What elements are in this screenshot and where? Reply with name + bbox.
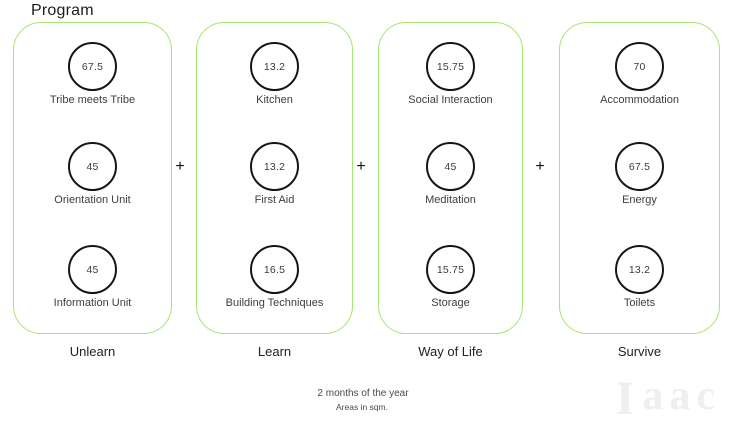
area-circle: 15.75	[426, 42, 475, 91]
diagram-node: 45 Meditation	[379, 142, 522, 206]
diagram-node: 15.75 Social Interaction	[379, 42, 522, 106]
area-value: 16.5	[263, 263, 286, 276]
diagram-node: 45 Information Unit	[14, 245, 171, 309]
node-label: Energy	[622, 194, 657, 206]
area-circle: 45	[68, 245, 117, 294]
area-circle: 67.5	[615, 142, 664, 191]
area-value: 45	[86, 160, 99, 173]
area-circle: 13.2	[250, 142, 299, 191]
area-value: 15.75	[436, 263, 465, 276]
plus-separator: +	[175, 158, 185, 175]
node-label: Social Interaction	[408, 94, 493, 106]
node-label: Orientation Unit	[54, 194, 131, 206]
area-circle: 45	[68, 142, 117, 191]
iaac-logo: I aac	[616, 375, 721, 423]
iaac-logo-initial: I	[615, 372, 641, 423]
area-value: 13.2	[628, 263, 651, 276]
iaac-logo-rest: aac	[642, 373, 721, 419]
plus-separator: +	[535, 158, 545, 175]
area-value: 70	[633, 60, 646, 73]
column-box-way-of-life: 15.75 Social Interaction 45 Meditation 1…	[378, 22, 523, 334]
node-label: Toilets	[623, 297, 656, 309]
area-circle: 13.2	[615, 245, 664, 294]
page-title: Program	[31, 2, 94, 19]
column-label-survive: Survive	[617, 344, 662, 359]
diagram-node: 70 Accommodation	[560, 42, 719, 106]
area-value: 13.2	[263, 60, 286, 73]
plus-separator: +	[356, 158, 366, 175]
node-label: Information Unit	[53, 297, 132, 309]
area-circle: 45	[426, 142, 475, 191]
column-box-learn: 13.2 Kitchen 13.2 First Aid 16.5 Buildin…	[196, 22, 353, 334]
area-value: 67.5	[628, 160, 651, 173]
node-label: Building Techniques	[225, 297, 324, 309]
area-circle: 13.2	[250, 42, 299, 91]
diagram-node: 45 Orientation Unit	[14, 142, 171, 206]
area-circle: 70	[615, 42, 664, 91]
diagram-node: 67.5 Tribe meets Tribe	[14, 42, 171, 106]
area-value: 15.75	[436, 60, 465, 73]
node-label: Kitchen	[256, 94, 293, 106]
node-label: Storage	[431, 297, 470, 309]
footnote-duration: 2 months of the year	[317, 388, 409, 399]
area-value: 13.2	[263, 160, 286, 173]
area-value: 45	[86, 263, 99, 276]
diagram-node: 13.2 Kitchen	[197, 42, 352, 106]
area-circle: 16.5	[250, 245, 299, 294]
column-box-unlearn: 67.5 Tribe meets Tribe 45 Orientation Un…	[13, 22, 172, 334]
node-label: Accommodation	[600, 94, 679, 106]
area-value: 45	[444, 160, 457, 173]
node-label: Meditation	[425, 194, 476, 206]
node-label: Tribe meets Tribe	[49, 94, 136, 106]
diagram-node: 16.5 Building Techniques	[197, 245, 352, 309]
column-label-unlearn: Unlearn	[69, 344, 116, 359]
footnote-units: Areas in sqm.	[336, 402, 388, 412]
area-circle: 15.75	[426, 245, 475, 294]
area-circle: 67.5	[68, 42, 117, 91]
column-label-way-of-life: Way of Life	[418, 344, 483, 359]
area-value: 67.5	[81, 60, 104, 73]
node-label: First Aid	[254, 194, 295, 206]
diagram-node: 13.2 First Aid	[197, 142, 352, 206]
diagram-node: 67.5 Energy	[560, 142, 719, 206]
diagram-node: 15.75 Storage	[379, 245, 522, 309]
diagram-node: 13.2 Toilets	[560, 245, 719, 309]
column-box-survive: 70 Accommodation 67.5 Energy 13.2 Toilet…	[559, 22, 720, 334]
column-label-learn: Learn	[257, 344, 292, 359]
